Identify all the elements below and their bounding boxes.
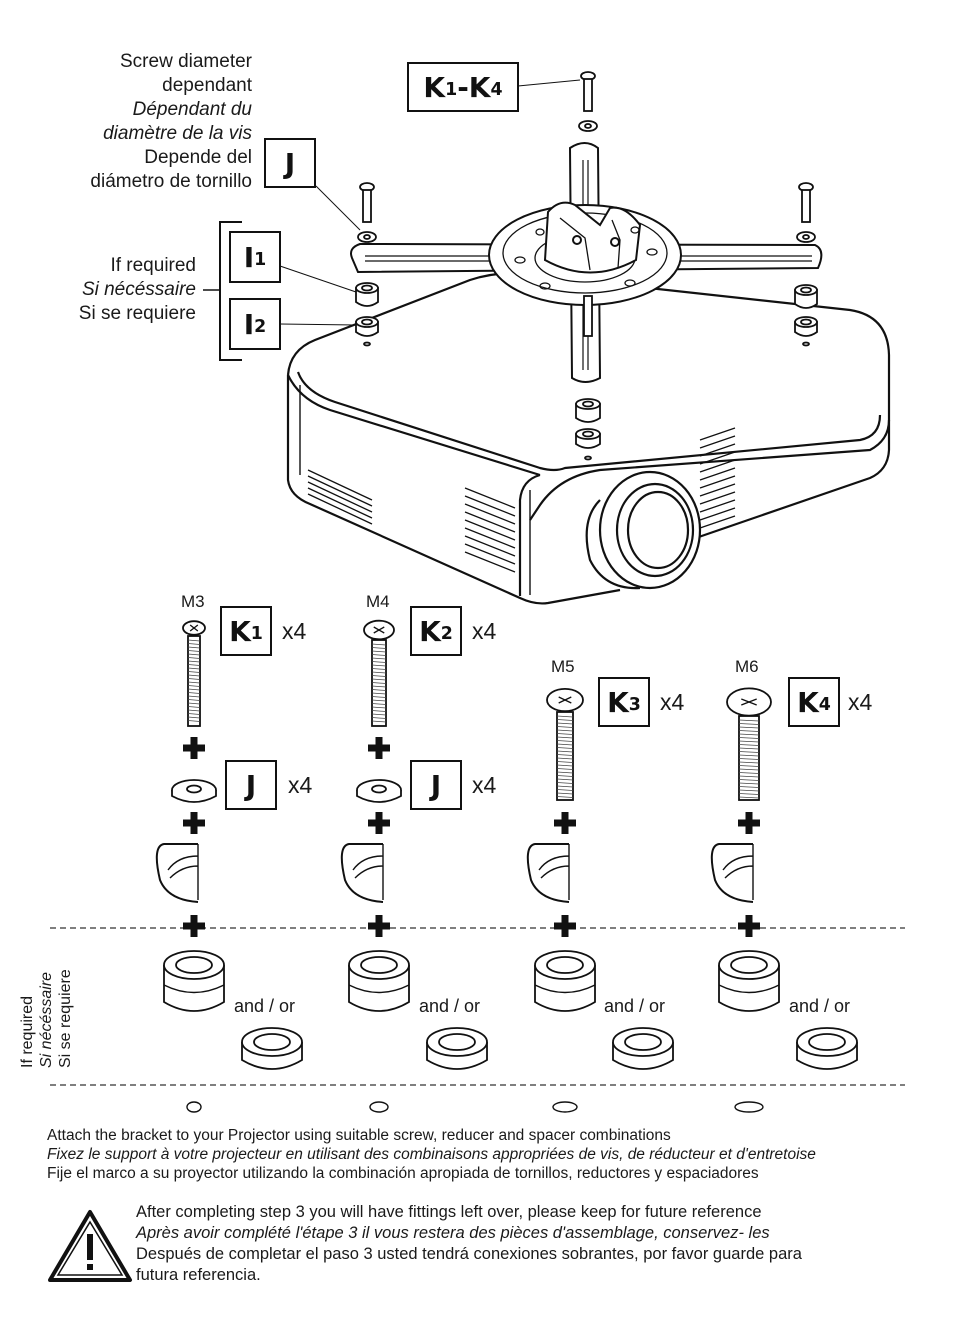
instruction-en: Attach the bracket to your Projector usi… — [47, 1127, 671, 1144]
qty-washer-2: x4 — [472, 772, 497, 798]
qty-washer-1: x4 — [288, 772, 313, 798]
top-hardware — [355, 71, 818, 461]
note-fr-1: Dépendant du — [132, 99, 252, 120]
qty-k1: x4 — [282, 618, 307, 644]
leader-lines — [203, 79, 581, 361]
warning-es: Después de completar el paso 3 usted ten… — [136, 1245, 802, 1263]
note-es-2: diámetro de tornillo — [90, 171, 252, 192]
instruction-fr: Fixez le support à votre projecteur en u… — [47, 1146, 816, 1163]
side-label-es: Si se requiere — [57, 969, 74, 1068]
if-required-en: If required — [110, 255, 196, 276]
spacer-side-label: If required Si nécéssaire Si se requiere — [18, 938, 75, 1068]
note-en-2: dependant — [162, 75, 252, 96]
warning-fr: Après avoir complété l'étape 3 il vous r… — [136, 1224, 770, 1242]
size-m6: M6 — [735, 657, 759, 676]
warning-es-2: futura referencia. — [136, 1266, 261, 1284]
if-required-fr: Si nécéssaire — [81, 279, 196, 300]
size-m3: M3 — [181, 592, 205, 611]
callout-j: J — [264, 138, 316, 188]
warning-en: After completing step 3 you will have fi… — [136, 1203, 762, 1221]
callout-washer-j-1: J — [225, 760, 277, 810]
size-m4: M4 — [366, 592, 390, 611]
and-or-3: and / or — [604, 996, 666, 1016]
hardware-columns — [155, 619, 858, 1113]
mount-hole-3 — [552, 1101, 578, 1113]
note-es-1: Depende del — [144, 147, 252, 168]
side-label-fr: Si nécéssaire — [38, 971, 55, 1068]
mount-bracket-illustration — [350, 142, 823, 383]
and-or-2: and / or — [419, 996, 481, 1016]
bracket-arm-3 — [526, 843, 570, 903]
note-fr-2: diamètre de la vis — [103, 123, 252, 144]
if-required-es: Si se requiere — [78, 303, 196, 324]
warning-triangle-icon — [48, 1210, 132, 1282]
callout-washer-j-2: J — [410, 760, 462, 810]
projector-illustration — [286, 272, 891, 605]
qty-k4: x4 — [848, 689, 873, 715]
screw-shaft-4 — [738, 715, 760, 801]
mount-hole-2 — [369, 1101, 389, 1113]
and-or-1: and / or — [234, 996, 296, 1016]
mount-hole-4 — [734, 1101, 764, 1113]
size-m5: M5 — [551, 657, 575, 676]
bracket-arm-2 — [340, 843, 384, 903]
bracket-arm-4 — [710, 843, 754, 903]
screw-diameter-note: Screw diameter dependant Dépendant du di… — [40, 50, 252, 194]
qty-k3: x4 — [660, 689, 685, 715]
qty-k2: x4 — [472, 618, 497, 644]
if-required-note: If required Si nécéssaire Si se requiere — [40, 254, 196, 326]
screw-shaft-1 — [187, 635, 201, 727]
side-label-en: If required — [19, 995, 36, 1068]
and-or-4: and / or — [789, 996, 851, 1016]
instruction-es: Fije el marco a su proyector utilizando … — [47, 1165, 759, 1182]
mount-hole-1 — [186, 1101, 202, 1113]
note-en-1: Screw diameter — [120, 51, 252, 72]
bracket-arm-1 — [155, 843, 199, 903]
